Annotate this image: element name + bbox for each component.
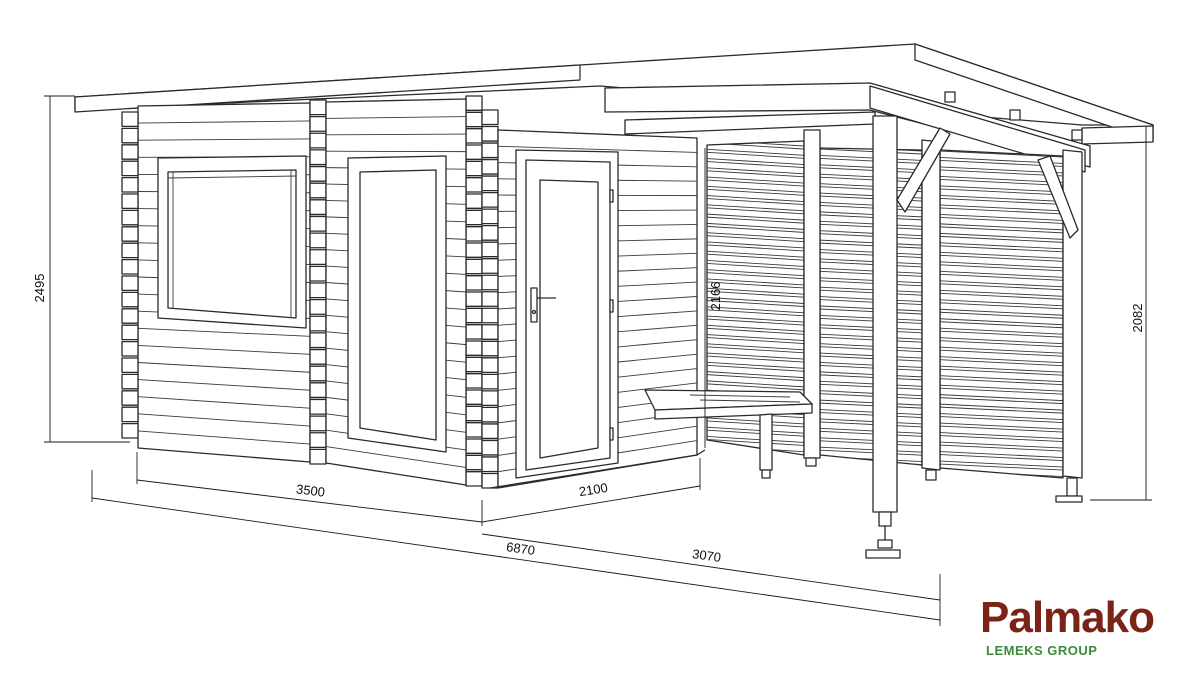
dim-total-length: 6870 — [505, 539, 536, 558]
bench — [644, 389, 813, 479]
roof-bracket-2 — [1009, 109, 1021, 121]
door-hinge-top — [609, 189, 614, 203]
roof-bracket-1 — [944, 91, 956, 103]
canopy-front-beam — [624, 111, 876, 135]
dim-side-width: 2100 — [578, 480, 609, 499]
threshold — [489, 449, 706, 489]
dim-wall-height: 2166 — [708, 282, 723, 311]
dim-front-width: 3500 — [295, 481, 326, 499]
front-wall-right — [325, 98, 467, 486]
fixed-glass-pane — [359, 169, 437, 441]
louvre-wall-3 — [939, 149, 1064, 479]
window-glass — [167, 169, 297, 319]
door-handle — [530, 287, 556, 323]
door-hinge-mid — [609, 299, 614, 313]
canopy-side-beam — [869, 85, 1086, 173]
dim-canopy-length: 3070 — [691, 546, 722, 565]
brand-logo: Palmako LEMEKS GROUP — [958, 593, 1176, 659]
corner-log-ends-right — [465, 95, 499, 489]
roof-fascia-right — [1081, 125, 1154, 145]
door-hinge-bottom — [609, 427, 614, 441]
front-wall-left — [137, 102, 311, 463]
roof-bracket-3 — [1071, 129, 1083, 141]
canopy-beam — [604, 82, 1091, 168]
dim-canopy-height: 2082 — [1130, 304, 1145, 333]
brand-group: LEMEKS GROUP — [986, 643, 1098, 658]
brand-name: Palmako — [980, 593, 1155, 642]
dim-total-height: 2495 — [32, 274, 47, 303]
corner-log-ends-left — [121, 111, 139, 439]
dimension-lines — [44, 95, 1152, 626]
canopy-post — [865, 115, 1079, 559]
door-glass — [539, 179, 599, 459]
side-wall — [489, 129, 706, 489]
corner-log-ends-mid — [309, 99, 327, 465]
